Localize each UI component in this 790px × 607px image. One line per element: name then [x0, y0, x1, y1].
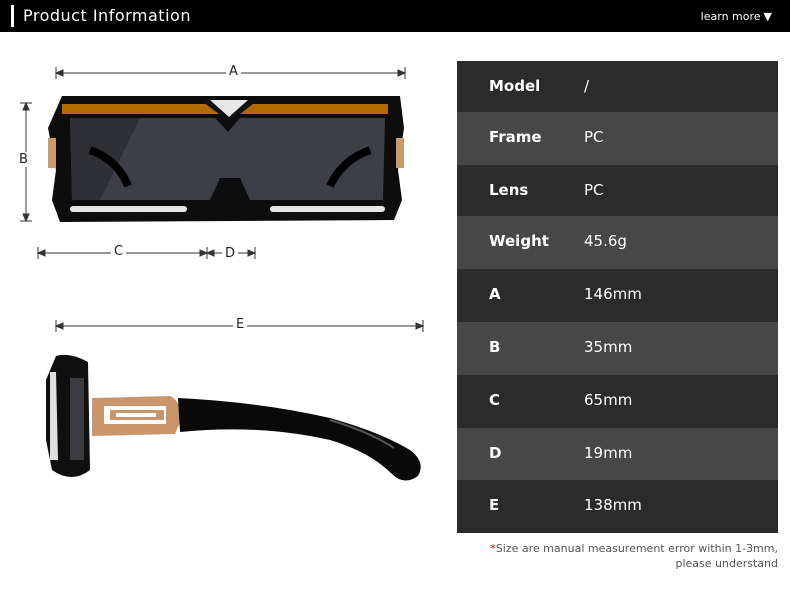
spec-value: / — [584, 77, 590, 95]
spec-value: 138mm — [584, 496, 642, 514]
spec-key: D — [489, 444, 502, 462]
spec-value: 146mm — [584, 285, 642, 303]
spec-value: PC — [584, 128, 604, 146]
spec-row-frame: Frame PC — [457, 112, 778, 165]
spec-row-e: E 138mm — [457, 480, 778, 533]
spec-key: B — [489, 338, 501, 356]
spec-row-lens: Lens PC — [457, 165, 778, 216]
header-bar: Product Information learn more▼ — [0, 0, 790, 32]
spec-row-weight: Weight 45.6g — [457, 216, 778, 269]
title-accent-bar — [11, 5, 14, 27]
spec-value: 35mm — [584, 338, 633, 356]
measurement-note: *Size are manual measurement error withi… — [478, 541, 778, 571]
front-view — [48, 96, 404, 222]
spec-row-model: Model / — [457, 61, 778, 112]
spec-row-a: A 146mm — [457, 269, 778, 322]
spec-row-d: D 19mm — [457, 428, 778, 480]
dim-label-a: A — [226, 64, 241, 79]
page-title: Product Information — [23, 6, 191, 25]
spec-value: 45.6g — [584, 232, 627, 250]
spec-key: Model — [489, 77, 541, 95]
caret-down-icon: ▼ — [763, 10, 772, 23]
note-line-1: Size are manual measurement error within… — [495, 542, 778, 555]
dim-label-d: D — [222, 246, 239, 261]
note-asterisk: * — [490, 542, 496, 555]
learn-more-label: learn more — [700, 10, 761, 23]
note-line-2: please understand — [675, 557, 779, 570]
spec-row-b: B 35mm — [457, 322, 778, 375]
spec-key: A — [489, 285, 501, 303]
spec-key: Lens — [489, 181, 529, 199]
dim-label-b: B — [16, 152, 31, 167]
side-view — [46, 354, 421, 481]
learn-more-link[interactable]: learn more▼ — [698, 9, 772, 23]
spec-value: 65mm — [584, 391, 633, 409]
dim-label-e: E — [233, 317, 248, 332]
spec-value: PC — [584, 181, 604, 199]
spec-key: Weight — [489, 232, 549, 250]
spec-row-c: C 65mm — [457, 375, 778, 428]
spec-key: E — [489, 496, 500, 514]
spec-key: Frame — [489, 128, 542, 146]
spec-key: C — [489, 391, 501, 409]
spec-value: 19mm — [584, 444, 633, 462]
dim-label-c: C — [111, 244, 127, 259]
